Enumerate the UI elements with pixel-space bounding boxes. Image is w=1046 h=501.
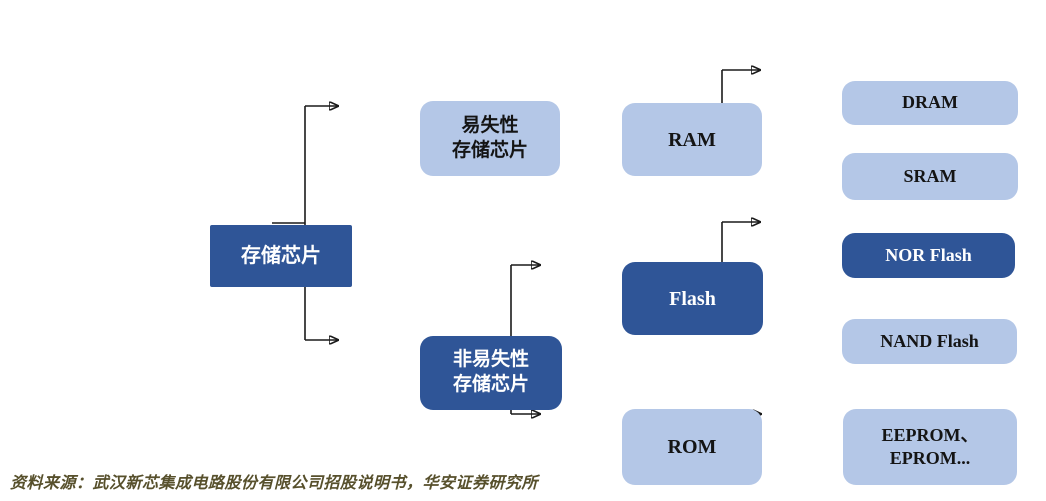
node-memory-chip: 存储芯片	[210, 225, 352, 287]
node-dram: DRAM	[842, 81, 1018, 125]
node-nonvolatile-memory: 非易失性 存储芯片	[420, 336, 562, 410]
node-nand-flash-label: NAND Flash	[880, 330, 979, 351]
diagram-canvas: 存储芯片 易失性 存储芯片 非易失性 存储芯片 RAM Flash ROM DR…	[80, 33, 1018, 485]
source-note: 资料来源：武汉新芯集成电路股份有限公司招股说明书，华安证券研究所	[10, 475, 539, 492]
node-volatile-memory-label: 易失性 存储芯片	[451, 114, 528, 161]
edge-root-trunk	[272, 106, 306, 340]
node-dram-label: DRAM	[902, 92, 958, 113]
node-rom: ROM	[622, 409, 762, 485]
node-eeprom-eprom-label: EEPROM、 EPROM...	[881, 424, 979, 468]
node-ram: RAM	[622, 103, 762, 176]
node-flash-label: Flash	[669, 287, 716, 310]
node-eeprom-eprom: EEPROM、 EPROM...	[843, 409, 1017, 485]
node-memory-chip-label: 存储芯片	[241, 245, 321, 267]
node-rom-label: ROM	[667, 436, 717, 458]
node-flash: Flash	[622, 262, 763, 335]
node-nor-flash: NOR Flash	[842, 233, 1015, 278]
node-ram-label: RAM	[668, 128, 716, 151]
node-sram-label: SRAM	[903, 165, 957, 186]
node-sram: SRAM	[842, 153, 1018, 200]
node-nor-flash-label: NOR Flash	[885, 244, 972, 265]
node-nand-flash: NAND Flash	[842, 319, 1017, 364]
node-volatile-memory: 易失性 存储芯片	[420, 101, 560, 176]
node-nonvolatile-memory-label: 非易失性 存储芯片	[452, 349, 529, 395]
